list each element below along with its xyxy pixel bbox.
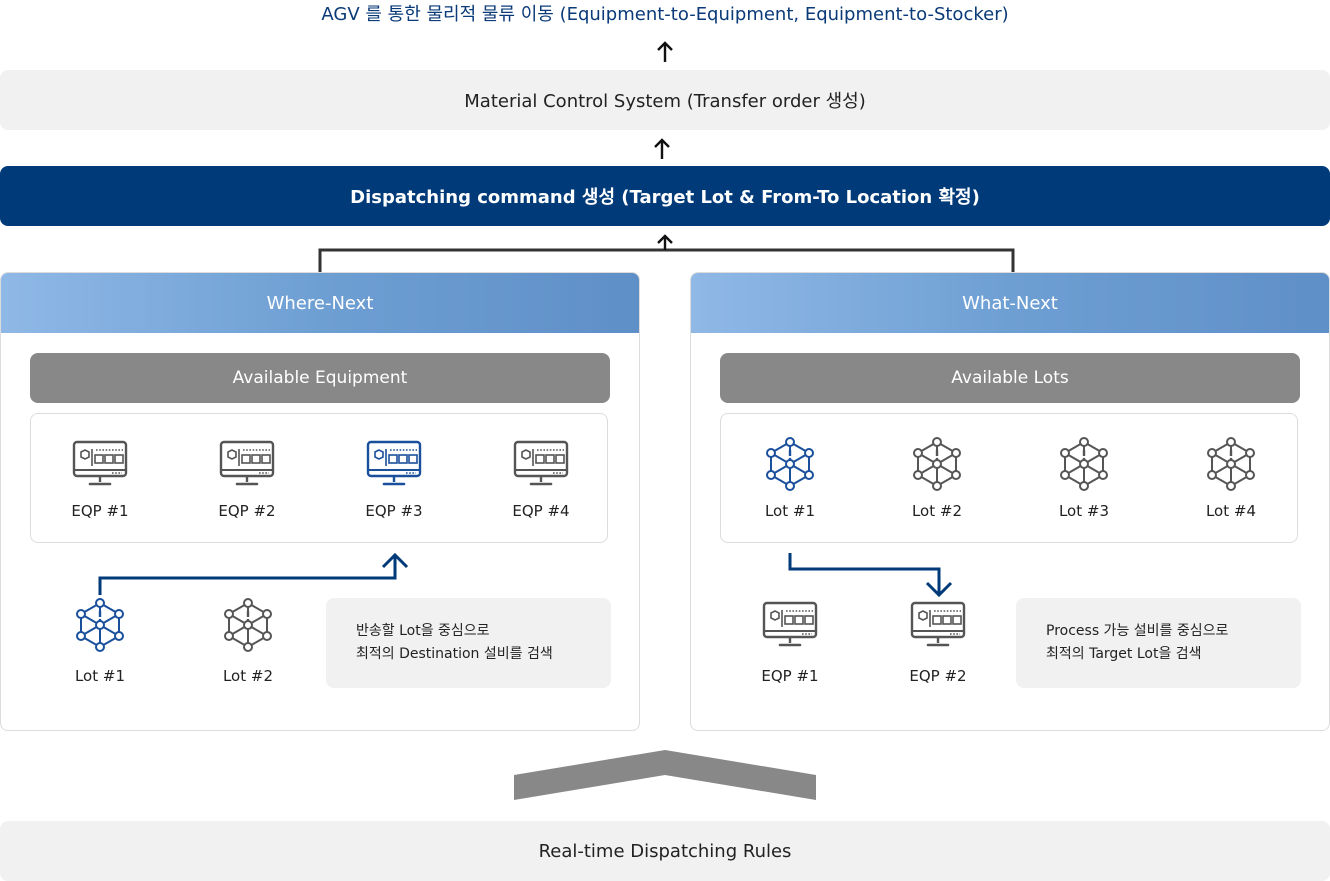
where-next-panel: Where-Next Available Equipment EQP #1 EQ…: [0, 272, 640, 731]
equipment-item[interactable]: EQP #4: [486, 440, 596, 520]
monitor-icon: [72, 440, 128, 488]
what-next-panel: What-Next Available Lots Lot #1 Lot #2 L…: [690, 272, 1330, 731]
available-equipment-pill: Available Equipment: [30, 353, 610, 403]
route-arrow: [98, 552, 409, 595]
monitor-icon: [513, 440, 569, 488]
equipment-item[interactable]: EQP #1: [735, 601, 845, 685]
lot-item-highlighted[interactable]: Lot #1: [735, 436, 845, 520]
monitor-icon: [219, 440, 275, 488]
where-next-title: Where-Next: [1, 273, 639, 333]
what-next-title: What-Next: [691, 273, 1329, 333]
merge-connector: [318, 234, 1015, 272]
material-control-system-bar: Material Control System (Transfer order …: [0, 70, 1330, 130]
lot-network-icon: [1203, 436, 1259, 492]
lot-item[interactable]: Lot #3: [1029, 436, 1139, 520]
lot-item[interactable]: Lot #4: [1176, 436, 1286, 520]
equipment-item[interactable]: EQP #2: [883, 601, 993, 685]
top-title: AGV 를 통한 물리적 물류 이동 (Equipment-to-Equipme…: [321, 4, 1009, 25]
lot-item[interactable]: Lot #2: [882, 436, 992, 520]
dispatching-rules-bar: Real-time Dispatching Rules: [0, 821, 1330, 881]
up-chevron-arrow: [514, 750, 816, 800]
up-arrow-icon: [655, 40, 675, 64]
equipment-item[interactable]: EQP #2: [192, 440, 302, 520]
up-arrow-icon: [652, 137, 672, 161]
monitor-icon: [366, 440, 422, 488]
lot-network-icon: [762, 436, 818, 492]
what-next-note: Process 가능 설비를 중심으로 최적의 Target Lot을 검색: [1016, 598, 1301, 688]
available-lots-pill: Available Lots: [720, 353, 1300, 403]
lot-network-icon: [220, 597, 276, 653]
lot-network-icon: [1056, 436, 1112, 492]
equipment-item-highlighted[interactable]: EQP #3: [339, 440, 449, 520]
equipment-item[interactable]: EQP #1: [45, 440, 155, 520]
lot-network-icon: [909, 436, 965, 492]
route-arrow: [788, 553, 953, 598]
equipment-list: EQP #1 EQP #2 EQP #3 EQP #4: [30, 413, 608, 543]
dispatching-command-bar: Dispatching command 생성 (Target Lot & Fro…: [0, 166, 1330, 226]
lot-item[interactable]: Lot #2: [193, 597, 303, 685]
lot-list: Lot #1 Lot #2 Lot #3 Lot #4: [720, 413, 1298, 543]
lot-item-highlighted[interactable]: Lot #1: [45, 597, 155, 685]
monitor-icon: [910, 601, 966, 649]
lot-network-icon: [72, 597, 128, 653]
monitor-icon: [762, 601, 818, 649]
where-next-note: 반송할 Lot을 중심으로 최적의 Destination 설비를 검색: [326, 598, 611, 688]
